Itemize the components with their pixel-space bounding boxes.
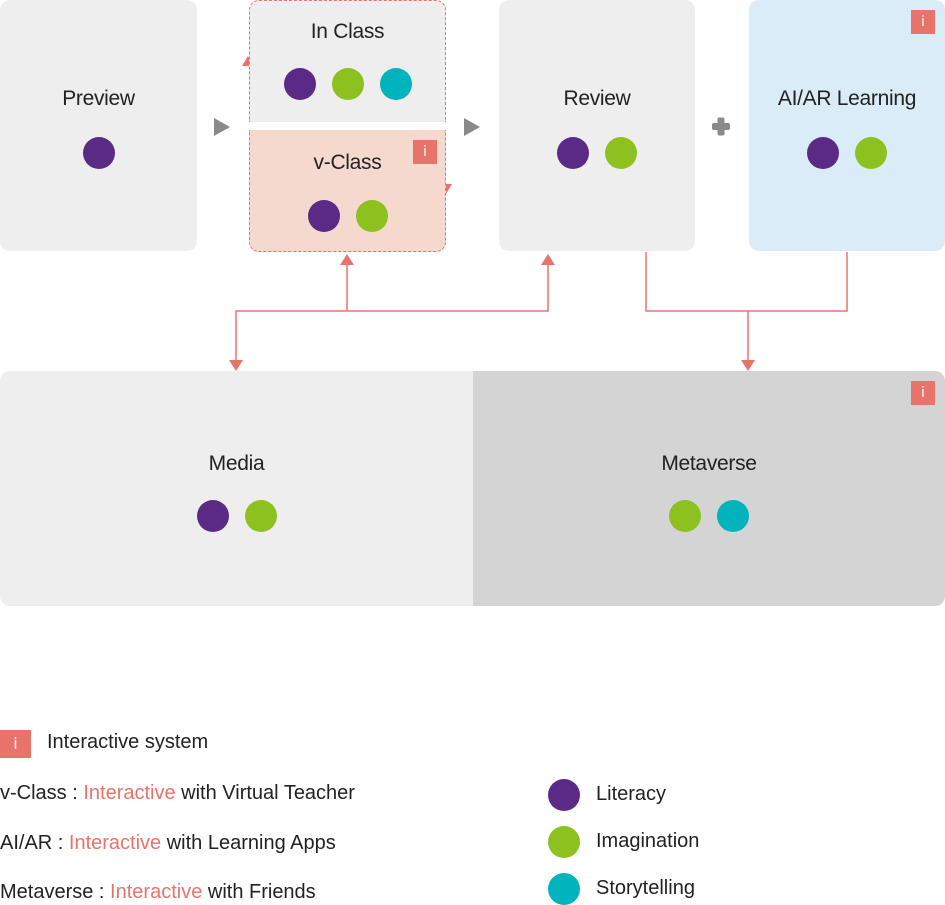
interactive-badge-icon: i <box>911 381 935 405</box>
storytelling-dot <box>717 500 749 532</box>
arrow-up-icon <box>340 254 354 265</box>
box-title: Media <box>208 452 265 475</box>
note-prefix: AI/AR : <box>0 832 69 854</box>
box-title: Metaverse <box>661 452 757 475</box>
skill-dots <box>473 500 945 532</box>
imagination-dot <box>605 137 637 169</box>
skill-dots <box>749 137 945 169</box>
review-box: Review <box>499 0 695 251</box>
in-class-box: In Class <box>249 0 446 122</box>
preview-box: Preview <box>0 0 197 251</box>
ai-ar-learning-box: i AI/AR Learning <box>749 0 945 251</box>
note-suffix: with Friends <box>202 881 316 903</box>
plus-icon <box>712 117 730 136</box>
legend-skill-imagination: Imagination <box>596 830 700 852</box>
legend-note-v-class: v-Class : Interactive with Virtual Teach… <box>0 782 355 805</box>
note-highlight: Interactive <box>83 782 176 804</box>
metaverse-box: i Metaverse <box>473 371 945 606</box>
box-title: v-Class <box>313 151 382 174</box>
play-arrow-icon <box>214 118 230 136</box>
literacy-dot <box>807 137 839 169</box>
connector-line <box>235 264 549 362</box>
imagination-dot <box>331 68 364 100</box>
literacy-dot <box>283 68 316 100</box>
note-suffix: with Virtual Teacher <box>175 782 355 804</box>
legend-badge-label: Interactive system <box>47 731 209 753</box>
literacy-dot <box>307 200 340 232</box>
media-box: Media <box>0 371 473 606</box>
box-title: In Class <box>310 20 385 43</box>
interactive-badge-icon: i <box>911 10 935 34</box>
skill-dots <box>0 137 197 169</box>
literacy-dot <box>196 500 229 532</box>
imagination-dot <box>548 826 580 858</box>
arrow-down-icon <box>229 360 243 371</box>
skill-dots <box>0 500 473 532</box>
connector-line <box>645 252 848 312</box>
v-class-box: v-Class i <box>249 130 446 252</box>
box-title: Review <box>563 87 631 110</box>
imagination-dot <box>855 137 887 169</box>
legend-skill-storytelling: Storytelling <box>596 877 695 899</box>
skill-dots <box>250 68 445 100</box>
note-prefix: Metaverse : <box>0 881 111 903</box>
arrow-down-icon <box>741 360 755 371</box>
play-arrow-icon <box>464 118 480 136</box>
literacy-dot <box>557 137 589 169</box>
legend-note-metaverse: Metaverse : Interactive with Friends <box>0 881 316 904</box>
imagination-dot <box>355 200 388 232</box>
imagination-dot <box>244 500 277 532</box>
storytelling-dot <box>379 68 412 100</box>
note-prefix: v-Class : <box>0 782 84 804</box>
skill-dots <box>499 137 695 169</box>
storytelling-dot <box>548 873 580 905</box>
arrow-up-icon <box>541 254 555 265</box>
box-title: Preview <box>62 87 135 110</box>
literacy-dot <box>82 137 115 169</box>
legend-note-ai-ar: AI/AR : Interactive with Learning Apps <box>0 832 336 855</box>
box-title: AI/AR Learning <box>777 87 917 110</box>
interactive-badge-icon: i <box>413 140 437 164</box>
interactive-badge-icon: i <box>0 730 31 758</box>
literacy-dot <box>548 779 580 811</box>
skill-dots <box>250 200 445 232</box>
note-highlight: Interactive <box>68 832 162 854</box>
note-highlight: Interactive <box>110 881 203 903</box>
note-suffix: with Learning Apps <box>161 832 336 854</box>
imagination-dot <box>669 500 701 532</box>
legend-skill-literacy: Literacy <box>596 783 667 805</box>
